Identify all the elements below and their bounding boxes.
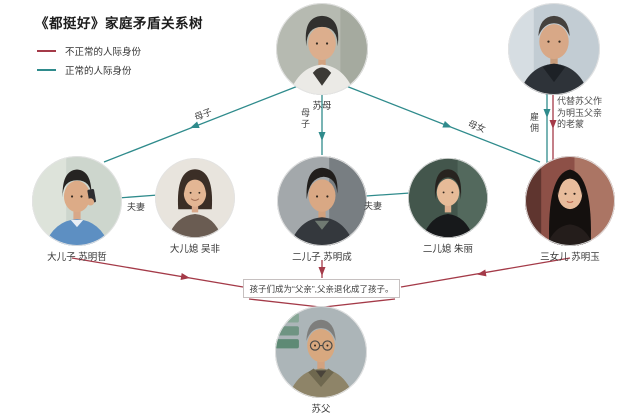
edge-label-couple-left: 夫妻 (127, 202, 146, 212)
person-zhu-li: 二儿媳 朱丽 (408, 158, 488, 255)
photo-wu-fei (155, 158, 235, 238)
person-label-ming-yu: 三女儿 苏明玉 (540, 252, 600, 263)
person-label-su-mu: 苏母 (312, 101, 332, 112)
abnormal-line-icon (37, 49, 56, 52)
person-label-ming-zhe: 大儿子 苏明哲 (47, 252, 107, 263)
legend-label-abnormal: 不正常的人际身份 (65, 46, 142, 58)
edge-label-couple-right: 夫妻 (364, 201, 383, 211)
legend-item-abnormal: 不正常的人际身份 (37, 41, 141, 60)
photo-ming-zhe (32, 156, 122, 246)
photo-zhu-li (408, 158, 488, 238)
edge-label-mother-son-mid: 母子 (300, 108, 310, 130)
person-label-ming-cheng: 二儿子 苏明成 (292, 252, 352, 263)
person-label-zhu-li: 二儿媳 朱丽 (422, 244, 474, 255)
legend-label-normal: 正常的人际身份 (65, 65, 132, 77)
photo-lao-meng (508, 3, 600, 95)
photo-su-mu (276, 3, 368, 95)
person-label-wu-fei: 大儿媳 吴非 (169, 244, 221, 255)
person-ming-zhe: 大儿子 苏明哲 (32, 156, 122, 263)
person-label-su-fu: 苏父 (311, 404, 331, 414)
photo-ming-yu (525, 156, 615, 246)
edge-label-employment: 雇佣 (529, 112, 539, 134)
note-lao-meng: 代替苏父作为明玉父亲的老蒙 (557, 96, 603, 129)
person-wu-fei: 大儿媳 吴非 (155, 158, 235, 255)
legend: 不正常的人际身份 正常的人际身份 (37, 41, 141, 79)
legend-item-normal: 正常的人际身份 (37, 60, 141, 79)
person-su-fu: 苏父 (275, 306, 367, 414)
person-ming-yu: 三女儿 苏明玉 (525, 156, 615, 263)
photo-su-fu (275, 306, 367, 398)
person-ming-cheng: 二儿子 苏明成 (277, 156, 367, 263)
normal-line-icon (37, 68, 56, 71)
annotation-box: 孩子们成为“父亲”,父亲退化成了孩子。 (243, 279, 400, 298)
person-lao-meng (508, 3, 600, 95)
photo-ming-cheng (277, 156, 367, 246)
person-su-mu: 苏母 (276, 3, 368, 112)
page-title: 《都挺好》家庭矛盾关系树 (35, 16, 203, 31)
